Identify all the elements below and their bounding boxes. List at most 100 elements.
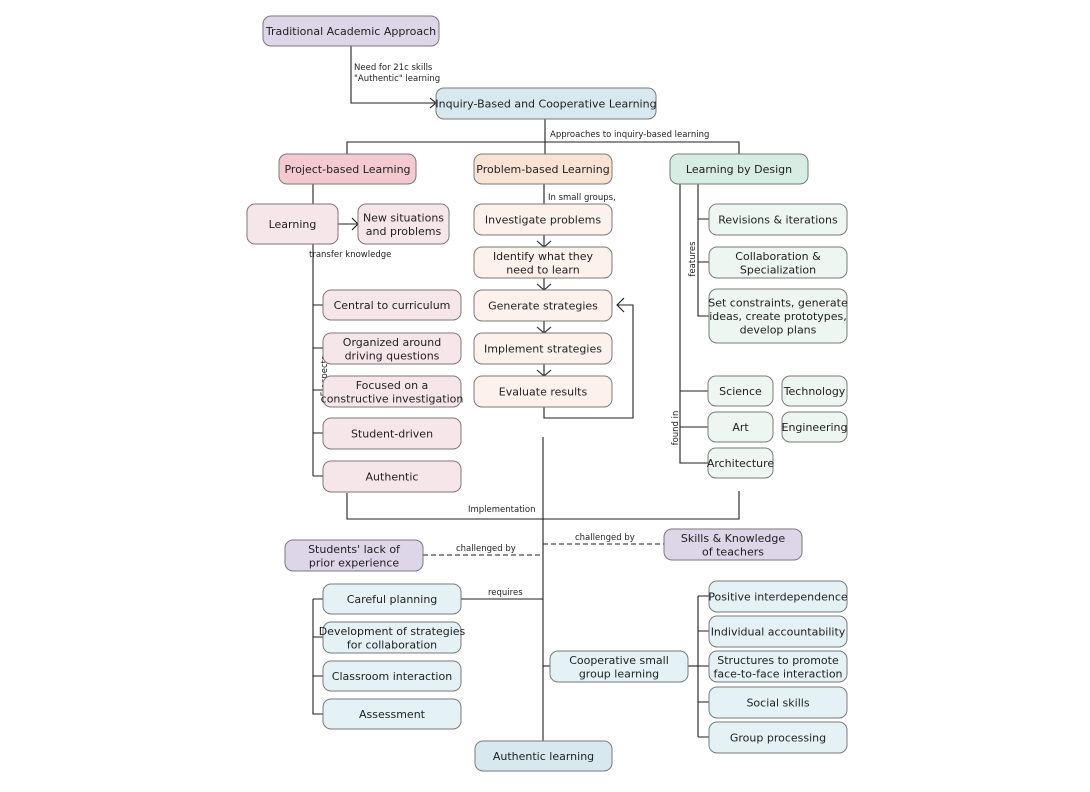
node-project: Project-based Learning [278,153,417,185]
node-box [322,621,462,654]
node-text: Positive interdependence [708,591,848,604]
node-text: Collaboration & [735,250,821,263]
node-text: Student-driven [351,428,433,441]
node-text: Identify what they [493,250,594,263]
node-text: group learning [579,667,659,680]
edge-coop-items [697,595,709,738]
node-text: Learning by Design [686,163,792,176]
node-text: Assessment [359,708,426,721]
label-challenged-left: challenged by [456,544,516,554]
node-text: Science [719,385,762,398]
node-technology: Technology [781,375,848,407]
node-classroom: Classroom interaction [322,660,462,692]
node-box [708,288,848,344]
node-implement: Implement strategies [473,332,613,365]
node-box [473,375,613,408]
label-five-aspects: 5 aspects [320,355,330,396]
node-box [707,411,774,443]
edge-design-found [680,390,708,428]
edge-identify-generate [536,278,552,291]
node-text: face-to-face interaction [713,667,842,680]
node-box [473,203,613,236]
node-box [322,375,462,408]
node-box [246,203,339,245]
edge-traditional-inquiry [350,46,436,104]
edge-implement-evaluate [536,364,552,377]
node-box [663,528,803,561]
node-text: need to learn [506,263,579,276]
label-challenged-right: challenged by [575,533,635,543]
node-collab-spec: Collaboration &Specialization [708,246,848,279]
label-implementation: Implementation [468,505,536,515]
edge-investigate-identify [536,235,552,248]
node-box [473,289,613,322]
node-box [708,203,848,236]
node-individual: Individual accountability [708,615,848,648]
node-box [322,660,462,692]
node-text: Classroom interaction [332,670,452,683]
node-text: Specialization [740,263,816,276]
node-box [322,583,462,615]
node-assessment: Assessment [322,698,462,730]
node-text: Investigate problems [485,214,601,227]
node-learning: Learning [246,203,339,245]
node-text: New situations [363,211,444,224]
node-text: constructive investigation [321,392,464,405]
node-engineering: Engineering [781,411,848,443]
label-need-21c: Need for 21c skills [354,63,433,73]
node-box [473,332,613,365]
node-text: Focused on a [356,379,429,392]
node-text: Generate strategies [488,300,598,313]
node-authentic-learning: Authentic learning [474,740,613,772]
node-box [322,460,462,493]
node-text: Skills & Knowledge [681,532,786,545]
node-box [284,539,424,572]
edge-labels: Need for 21c skills "Authentic" learning… [309,63,709,598]
node-evaluate: Evaluate results [473,375,613,408]
edge-design-spine [679,184,709,464]
label-transfer: transfer knowledge [309,250,391,260]
node-text: Problem-based Learning [476,163,609,176]
node-box [473,246,613,279]
node-text: Careful planning [347,593,438,606]
node-generate: Generate strategies [473,289,613,322]
node-problem: Problem-based Learning [473,153,613,185]
node-social: Social skills [708,686,848,719]
node-text: Authentic learning [493,750,594,763]
node-text: Traditional Academic Approach [265,25,436,38]
node-group-processing: Group processing [708,721,848,754]
node-text: develop plans [740,324,817,337]
node-box [322,289,462,321]
node-box [435,87,657,120]
node-text: Group processing [730,732,826,745]
node-central: Central to curriculum [322,289,462,321]
node-box [781,375,848,407]
node-text: Evaluate results [499,386,588,399]
node-revisions: Revisions & iterations [708,203,848,236]
node-box [708,580,848,613]
node-box [473,153,613,185]
node-student-driven: Student-driven [322,417,462,450]
edge-project-aspects [313,304,323,477]
node-box [707,375,774,407]
node-box [262,15,440,47]
node-text: Inquiry-Based and Cooperative Learning [435,98,656,111]
label-approaches: Approaches to inquiry-based learning [550,130,709,140]
node-box [781,411,848,443]
label-requires: requires [488,588,523,598]
node-box [322,417,462,450]
edge-evaluate-loop [543,304,634,419]
node-text: Authentic [366,471,419,484]
node-architecture: Architecture [707,447,774,479]
label-found-in: found in [671,411,681,446]
node-authentic: Authentic [322,460,462,493]
node-science: Science [707,375,774,407]
